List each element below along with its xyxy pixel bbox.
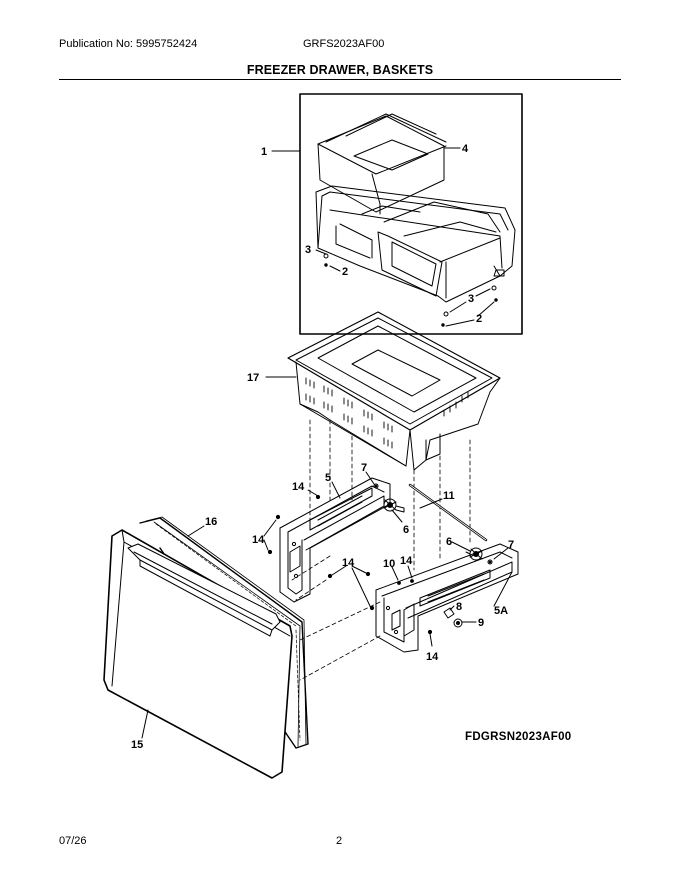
screw-14-e	[369, 605, 375, 611]
callout-6-left: 6	[403, 524, 409, 536]
page-number: 2	[336, 835, 343, 847]
screw-14-a	[275, 514, 281, 520]
screw-14-d	[365, 571, 371, 577]
screw-14-b	[267, 549, 273, 555]
screw-3-right-a	[491, 285, 497, 291]
callout-14-top: 14	[292, 481, 305, 493]
callout-2-right: 2	[476, 313, 482, 325]
callout-3-left: 3	[305, 244, 311, 256]
callout-14-right-top: 14	[400, 555, 413, 567]
callout-7-left: 7	[361, 462, 367, 474]
part-8	[443, 607, 455, 619]
callout-3-right: 3	[468, 293, 474, 305]
callout-15: 15	[131, 739, 143, 751]
alignment-lines	[291, 419, 471, 681]
screw-14-top	[315, 494, 321, 500]
publication-number: Publication No: 5995752424	[59, 38, 198, 50]
upper-basket-assembly	[315, 113, 516, 303]
callout-4: 4	[462, 143, 469, 155]
pin-2-right-a	[494, 298, 498, 302]
part-9	[453, 618, 463, 628]
callout-16: 16	[205, 516, 217, 528]
callout-6-right: 6	[446, 536, 452, 548]
drawer-front-panel-15	[103, 529, 293, 779]
pin-2-right-b	[441, 323, 445, 327]
callout-17: 17	[247, 372, 259, 384]
callout-7-right: 7	[508, 539, 514, 551]
screw-14-f	[410, 579, 414, 583]
left-slide-rail-5	[279, 477, 391, 603]
inset-frame	[299, 93, 523, 335]
callout-14-middle: 14	[342, 557, 355, 569]
wheel-6-right	[465, 547, 483, 561]
callout-9: 9	[478, 617, 484, 629]
pin-2-left	[324, 263, 328, 267]
screw-14-g	[427, 629, 433, 635]
screw-3-left	[323, 253, 329, 259]
screw-7-right	[487, 559, 493, 565]
callout-5a: 5A	[494, 605, 508, 617]
part-10	[397, 581, 401, 585]
footer-date: 07/26	[59, 835, 87, 847]
callout-5: 5	[325, 472, 331, 484]
screw-3-right-b	[443, 311, 449, 317]
freezer-bin-17	[287, 311, 501, 471]
callout-1: 1	[261, 146, 267, 158]
callout-14-bottom: 14	[426, 651, 439, 663]
callout-10: 10	[383, 558, 395, 570]
callout-11: 11	[443, 490, 455, 502]
callout-8: 8	[456, 601, 462, 613]
callout-2-left: 2	[342, 266, 348, 278]
right-slide-rail-5a	[375, 543, 519, 653]
header-rule	[59, 79, 621, 80]
drawing-code: FDGRSN2023AF00	[465, 731, 571, 743]
page-title: FREEZER DRAWER, BASKETS	[246, 63, 434, 77]
wheel-6-left	[383, 498, 405, 513]
model-number: GRFS2023AF00	[303, 38, 385, 50]
screw-14-c	[327, 573, 333, 579]
screw-7-left	[373, 483, 379, 489]
callout-14-left: 14	[252, 534, 265, 546]
